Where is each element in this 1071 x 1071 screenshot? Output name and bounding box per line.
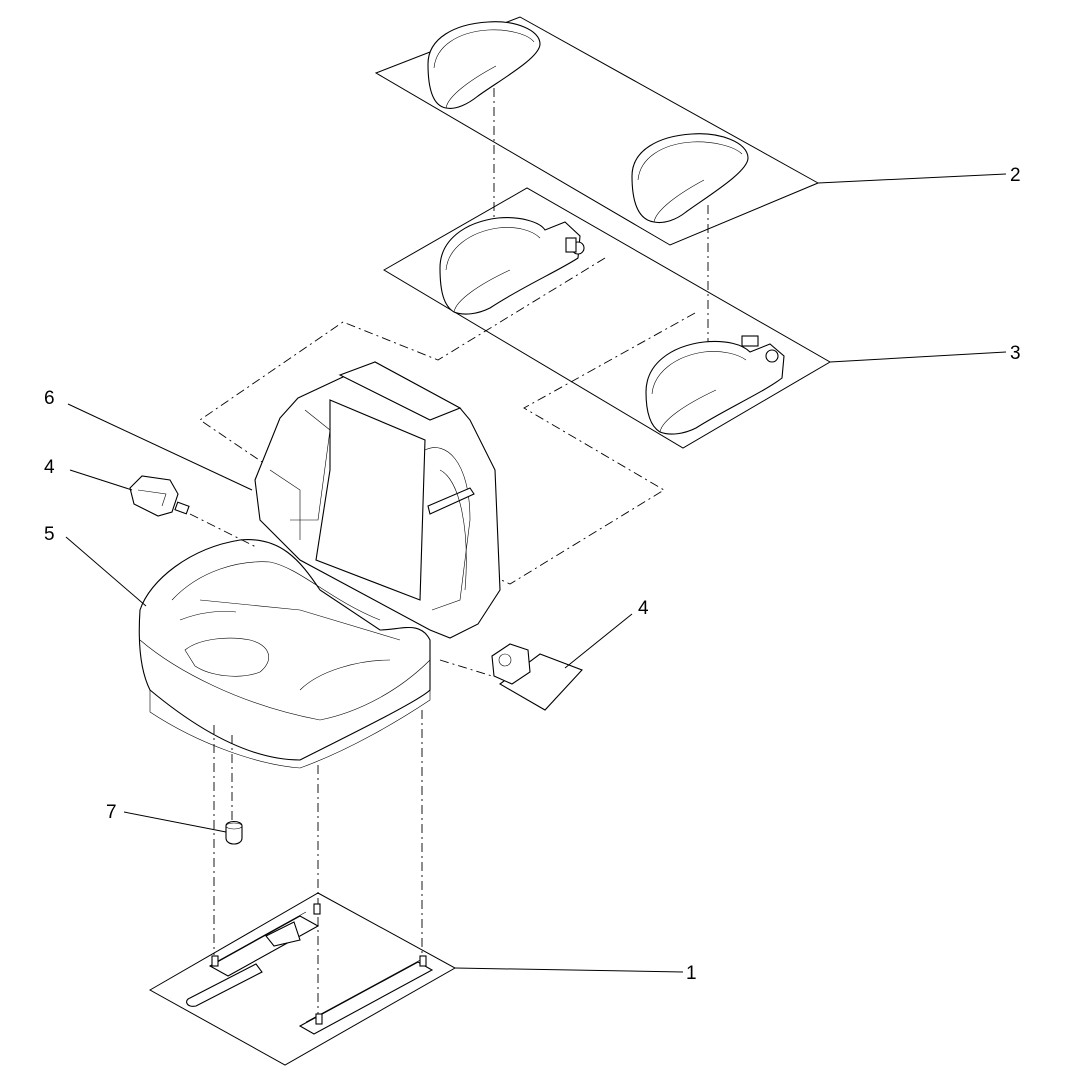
callout-4-retractor: 4 (638, 598, 649, 619)
callout-6: 6 (44, 388, 55, 409)
armrest-assembly-right (645, 335, 785, 435)
mount-outline-right (479, 312, 696, 585)
callout-leaders (65, 173, 1007, 973)
armrest-assemblies-item-3 (383, 187, 831, 449)
belt-guide (427, 487, 475, 515)
armrest-pad-left (427, 21, 541, 109)
callout-7: 7 (106, 802, 117, 823)
callout-3: 3 (1010, 343, 1021, 364)
clip-item-7 (225, 820, 243, 845)
callout-4-buckle: 4 (44, 457, 55, 478)
rail-right (298, 955, 434, 1035)
rail-left (186, 903, 321, 1007)
callout-2: 2 (1010, 165, 1021, 186)
armrest-pad-right (631, 133, 749, 224)
callout-1: 1 (686, 963, 697, 984)
mount-outline-left (199, 257, 606, 467)
seat-slide-rails-item-1 (148, 892, 457, 1066)
armrest-pads-item-2 (374, 16, 820, 362)
seat-belt-retractor-item-4 (439, 643, 583, 711)
seat-cushion-item-5 (138, 539, 431, 769)
armrest-assembly-left (439, 217, 585, 315)
seat-belt-buckle-item-4 (129, 475, 259, 549)
seat-back-item-6 (254, 361, 501, 639)
callout-5: 5 (44, 524, 55, 545)
